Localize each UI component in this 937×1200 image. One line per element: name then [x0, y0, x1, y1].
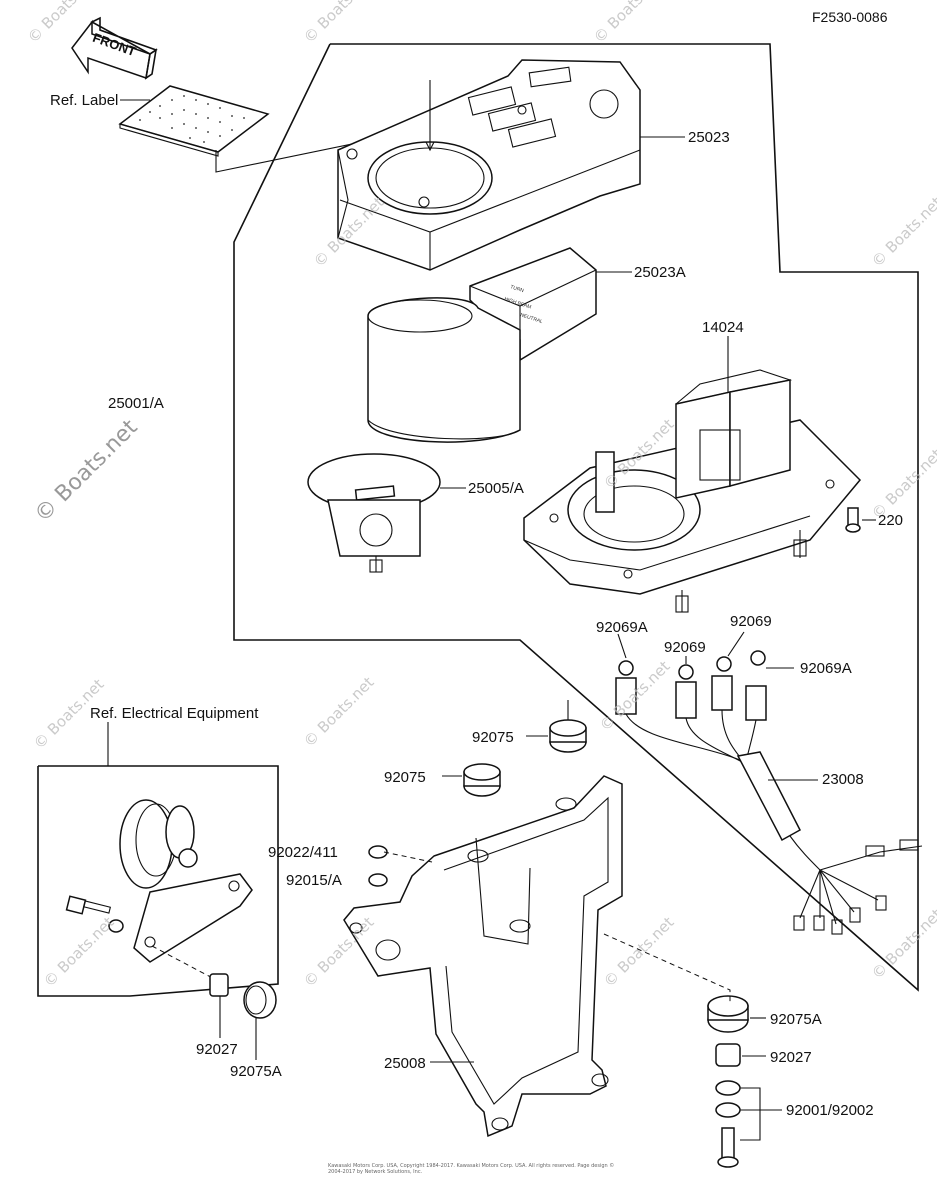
part-label-92075-a[interactable]: 92075 — [472, 729, 514, 746]
collar-and-grommet — [209, 973, 277, 1019]
diagram-code: F2530-0086 — [812, 9, 888, 25]
part-label-92069A-left[interactable]: 92069A — [596, 619, 648, 636]
part-label-92027-right[interactable]: 92027 — [770, 1049, 812, 1066]
part-label-92022-411[interactable]: 92022/411 — [268, 844, 338, 861]
part-label-92027-left[interactable]: 92027 — [196, 1041, 238, 1058]
part-label-92069-b[interactable]: 92069 — [730, 613, 772, 630]
ref-label-text: Ref. Label — [50, 92, 119, 109]
svg-text:TURN: TURN — [509, 284, 524, 294]
wire-harness-23008 — [736, 751, 923, 935]
part-label-25023A[interactable]: 25023A — [634, 264, 686, 281]
part-label-92075-b[interactable]: 92075 — [384, 769, 426, 786]
grommets-92075 — [368, 719, 587, 887]
front-arrow-icon — [71, 16, 158, 80]
part-label-92015A[interactable]: 92015/A — [286, 872, 342, 889]
part-label-92075A-left[interactable]: 92075A — [230, 1063, 282, 1080]
part-label-92069A-right[interactable]: 92069A — [800, 660, 852, 677]
part-label-14024[interactable]: 14024 — [702, 319, 744, 336]
bulb-sockets — [615, 650, 767, 763]
screw-220 — [845, 507, 861, 533]
right-hardware-stack — [707, 995, 749, 1168]
ref-electrical-text: Ref. Electrical Equipment — [90, 705, 259, 722]
part-label-25023[interactable]: 25023 — [688, 129, 730, 146]
part-label-92001-92002[interactable]: 92001/92002 — [786, 1102, 874, 1119]
part-label-92075A-right[interactable]: 92075A — [770, 1011, 822, 1028]
meter-face-25005A — [307, 453, 441, 573]
ref-label-sheet — [118, 85, 270, 157]
meter-base-14024 — [523, 369, 862, 613]
part-label-25001A[interactable]: 25001/A — [108, 395, 164, 412]
bracket-25008 — [343, 775, 623, 1138]
copyright-footer: Kawasaki Motors Corp. USA, Copyright 198… — [328, 1163, 615, 1175]
part-label-220[interactable]: 220 — [878, 512, 904, 529]
part-label-25005A[interactable]: 25005/A — [468, 480, 524, 497]
part-label-25008[interactable]: 25008 — [384, 1055, 426, 1072]
part-label-23008[interactable]: 23008 — [822, 771, 864, 788]
electrical-equipment-horn — [65, 799, 253, 963]
part-label-92069-a[interactable]: 92069 — [664, 639, 706, 656]
meter-lens-25023A: TURN HIGH BEAM NEUTRAL — [367, 247, 597, 443]
meter-case-25023 — [337, 59, 641, 271]
